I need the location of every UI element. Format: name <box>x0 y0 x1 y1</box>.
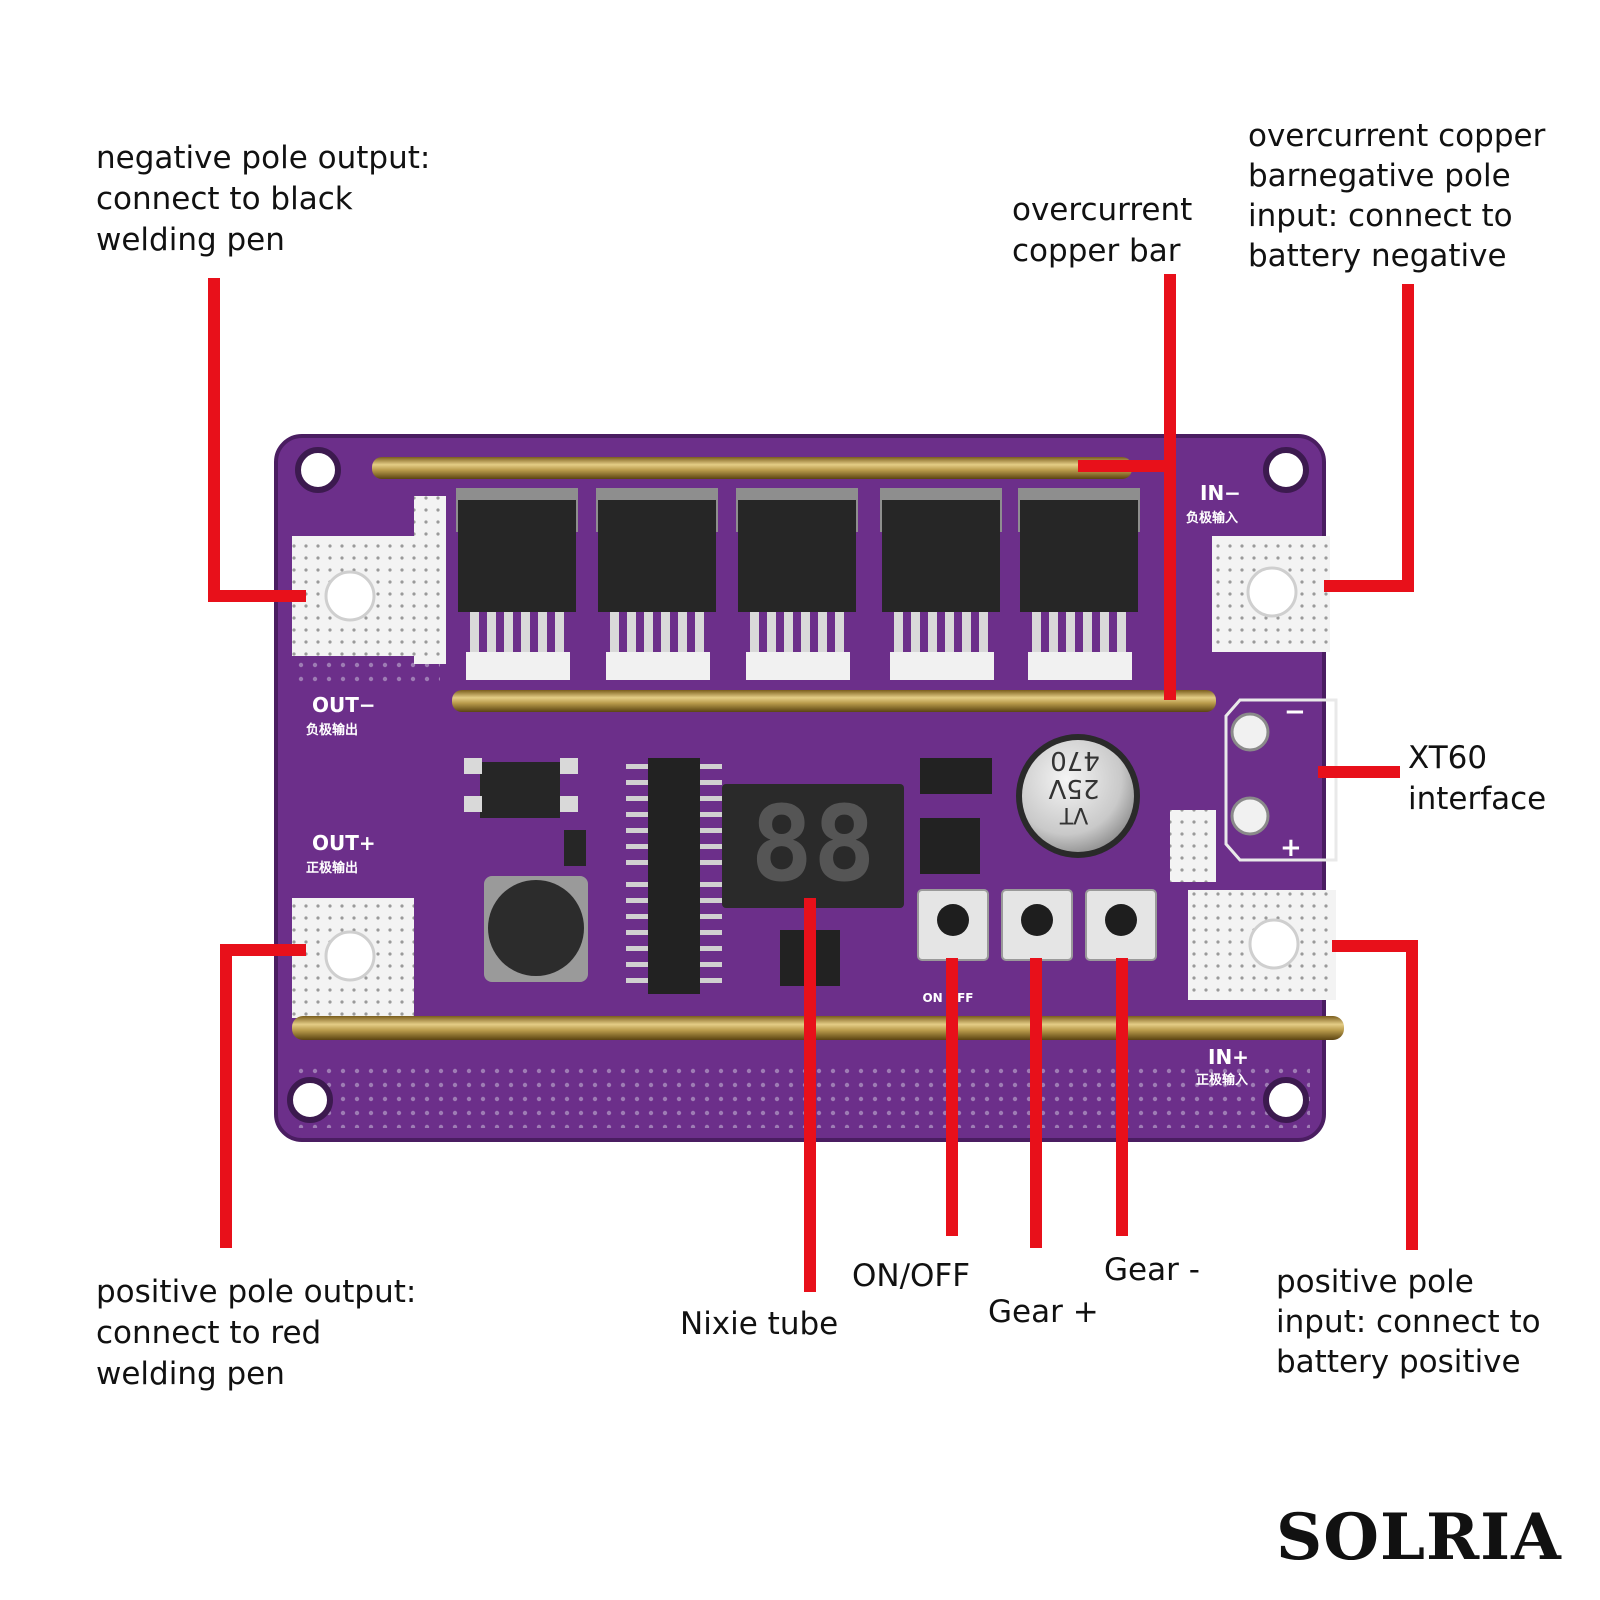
label-line: connect to black <box>96 181 353 217</box>
leader-pos-in <box>1332 940 1418 1250</box>
silk-in-minus-cn: 负极输入 <box>1186 510 1238 526</box>
label-negative-pole-output: negative pole output: connect to black w… <box>96 138 430 261</box>
label-line: Gear + <box>988 1294 1099 1330</box>
label-nixie-tube: Nixie tube <box>680 1304 838 1345</box>
label-on-off: ON/OFF <box>852 1256 970 1297</box>
seven-segment-display: 88 <box>722 783 904 908</box>
mosfet-4 <box>880 488 1002 680</box>
silk-out-minus-cn: 负极输出 <box>306 722 358 738</box>
label-line: positive pole output: <box>96 1274 417 1310</box>
copper-bar-bottom <box>292 1016 1344 1040</box>
capacitor-text-3: VT <box>1059 802 1088 827</box>
display-digits: 88 <box>750 783 875 905</box>
xt60-minus-mark: − <box>1284 697 1306 727</box>
mosfet-3 <box>736 488 858 680</box>
silk-out-plus-cn: 正极输出 <box>306 860 358 876</box>
label-line: barnegative pole <box>1248 158 1511 194</box>
silkscreen: OUT− 负极输出 OUT+ 正极输出 IN− 负极输入 IN+ 正极输入 − … <box>306 481 1306 1088</box>
label-line: XT60 <box>1408 740 1488 776</box>
copper-bar-top <box>372 457 1132 479</box>
mounting-holes <box>287 447 1309 1123</box>
button-gear-plus[interactable] <box>1001 889 1073 961</box>
label-positive-pole-output: positive pole output: connect to red wel… <box>96 1272 416 1395</box>
label-line: battery positive <box>1276 1344 1521 1380</box>
label-positive-pole-input: positive pole input: connect to battery … <box>1276 1262 1541 1382</box>
leader-neg-in <box>1324 284 1414 592</box>
label-line: connect to red <box>96 1315 322 1351</box>
leader-lines <box>208 274 1418 1292</box>
label-xt60-interface: XT60 interface <box>1408 738 1546 820</box>
copper-bar-middle <box>452 690 1216 712</box>
capacitor-text-1: 470 <box>1050 745 1100 775</box>
label-line: copper bar <box>1012 233 1181 269</box>
label-line: input: connect to <box>1276 1304 1541 1340</box>
brand-watermark: SOLRIA <box>1276 1500 1562 1575</box>
silk-in-minus: IN− <box>1200 481 1241 505</box>
silk-out-minus: OUT− <box>312 693 376 717</box>
left-components <box>464 758 588 982</box>
label-line: welding pen <box>96 1356 285 1392</box>
label-line: overcurrent <box>1012 192 1193 228</box>
tactile-buttons: ON OFF <box>917 889 1157 1005</box>
silk-in-plus-cn: 正极输入 <box>1196 1072 1248 1088</box>
silk-out-plus: OUT+ <box>312 831 376 855</box>
label-line: welding pen <box>96 222 285 258</box>
label-line: overcurrent copper <box>1248 118 1546 154</box>
pcb-dot-field <box>290 1060 1310 1128</box>
label-line: ON/OFF <box>852 1258 971 1294</box>
label-line: negative pole output: <box>96 140 431 176</box>
capacitor-text-2: 25V <box>1048 773 1099 803</box>
leader-pos-out <box>220 944 306 1248</box>
mosfet-1 <box>456 488 578 680</box>
terminal-pads <box>292 496 1336 1018</box>
mosfet-row <box>456 488 1140 680</box>
label-line: positive pole <box>1276 1264 1474 1300</box>
label-negative-pole-input: overcurrent copper barnegative pole inpu… <box>1248 116 1545 276</box>
label-gear-plus: Gear + <box>988 1292 1099 1333</box>
xt60-plus-mark: + <box>1280 833 1302 863</box>
electrolytic-capacitor: 470 25V VT <box>1016 734 1140 858</box>
button-gear-minus[interactable] <box>1085 889 1157 961</box>
label-line: Gear - <box>1104 1252 1200 1288</box>
button-on-off[interactable] <box>917 889 989 961</box>
ic-chips <box>626 758 992 994</box>
silk-in-plus: IN+ <box>1208 1045 1249 1069</box>
label-overcurrent-copper-bar: overcurrent copper bar <box>1012 190 1192 272</box>
label-line: input: connect to <box>1248 198 1513 234</box>
label-line: interface <box>1408 781 1547 817</box>
mosfet-5 <box>1018 488 1140 680</box>
mosfet-2 <box>596 488 718 680</box>
leader-neg-out <box>208 278 306 602</box>
label-line: battery negative <box>1248 238 1507 274</box>
xt60-connector <box>1224 698 1338 862</box>
label-gear-minus: Gear - <box>1104 1250 1200 1291</box>
label-line: Nixie tube <box>680 1306 839 1342</box>
